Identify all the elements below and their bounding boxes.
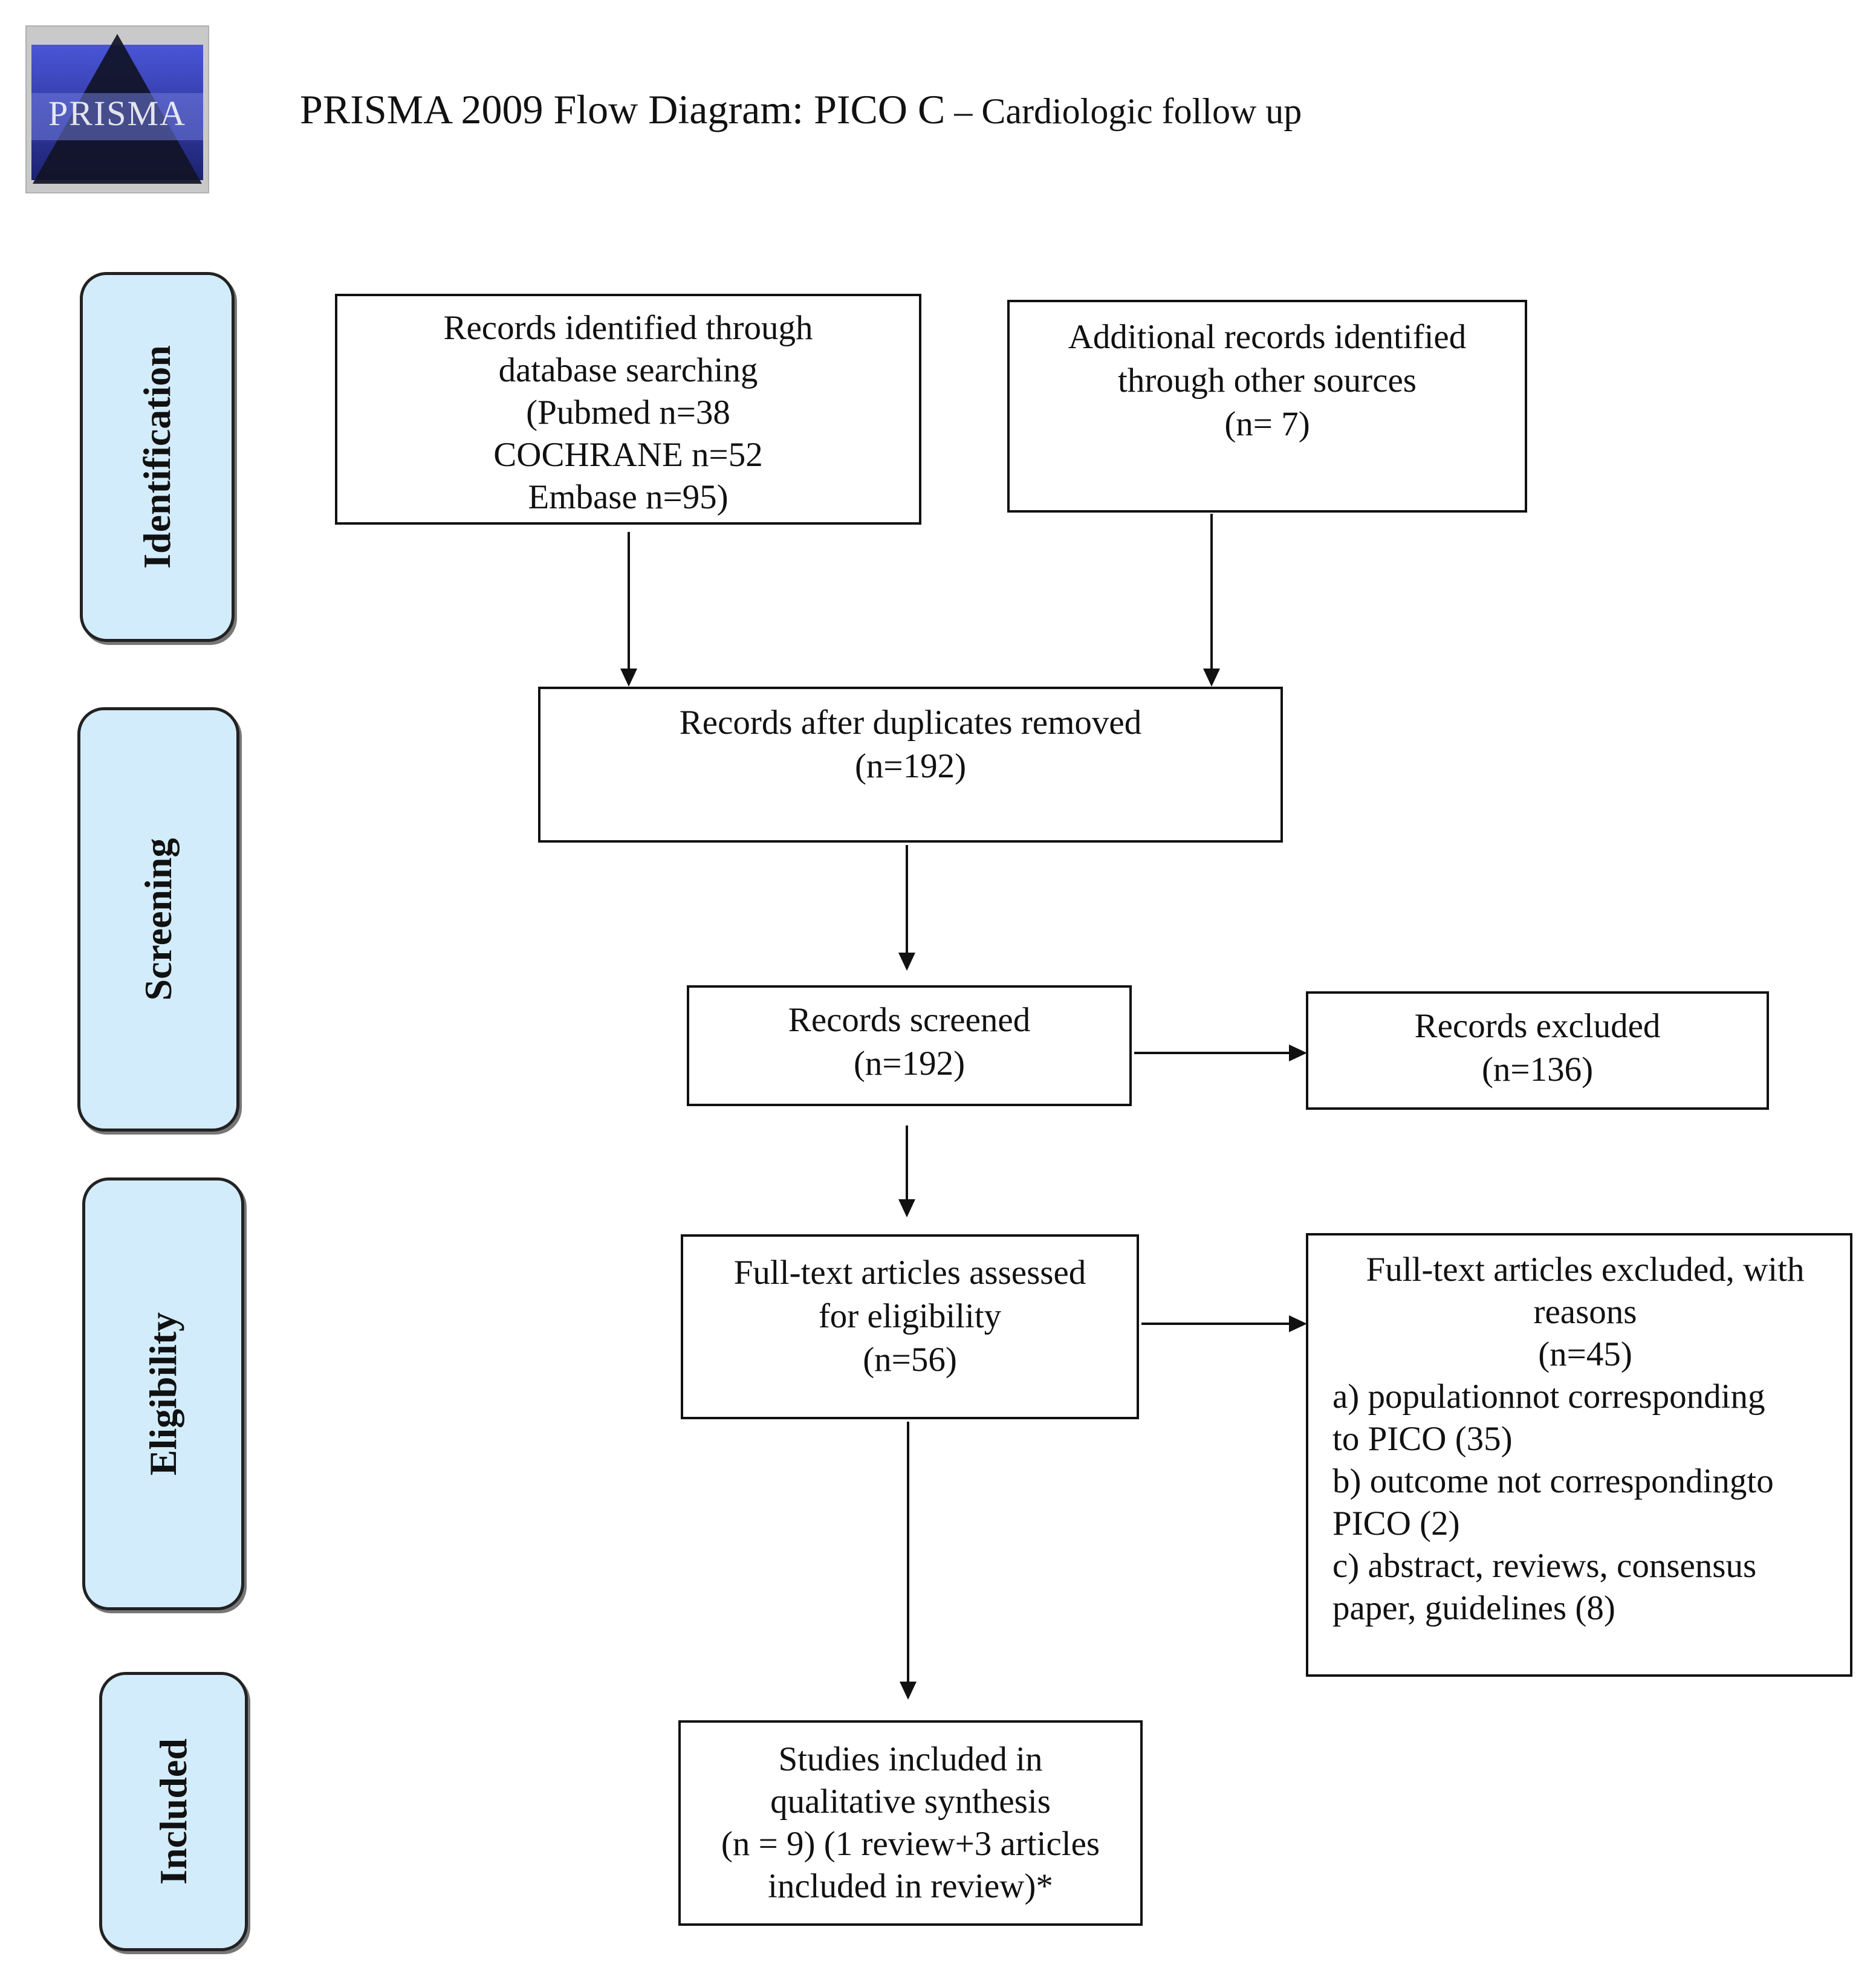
box-line: (n=192) xyxy=(853,1044,966,1083)
fulltext-assessed-box: Full-text articles assessed for eligibil… xyxy=(681,1234,1139,1419)
box-line: (n=45) xyxy=(1538,1335,1632,1373)
box-line: (n=56) xyxy=(863,1341,957,1379)
fulltext-excluded-box: Full-text articles excluded, with reason… xyxy=(1306,1233,1852,1677)
prisma-logo: PRISMA xyxy=(25,25,209,193)
records-excluded-box: Records excluded (n=136) xyxy=(1306,991,1769,1110)
additional-records-box: Additional records identified through ot… xyxy=(1007,300,1527,513)
prisma-logo-graphic xyxy=(31,34,203,184)
stage-included: Included xyxy=(99,1672,248,1951)
box-line: Records identified through xyxy=(443,309,813,347)
diagram-title: PRISMA 2009 Flow Diagram: PICO C – Cardi… xyxy=(300,86,1302,134)
records-screened-box: Records screened (n=192) xyxy=(687,985,1132,1106)
box-line: database searching xyxy=(498,351,758,389)
box-line: (n= 7) xyxy=(1224,405,1310,443)
box-line: (n=192) xyxy=(854,747,967,785)
title-main: PRISMA 2009 Flow Diagram: PICO C xyxy=(300,86,946,132)
box-line: c) abstract, reviews, consensus xyxy=(1332,1547,1757,1585)
box-line: Records screened xyxy=(788,1001,1031,1039)
box-line: reasons xyxy=(1533,1293,1637,1331)
box-line: a) populationnot corresponding xyxy=(1332,1378,1765,1416)
box-line: Full-text articles assessed xyxy=(733,1254,1086,1292)
stage-identification: Identification xyxy=(80,272,235,642)
stage-screening: Screening xyxy=(77,707,239,1132)
box-line: through other sources xyxy=(1118,361,1417,400)
records-identified-database-box: Records identified through database sear… xyxy=(335,294,921,525)
box-line: (n=136) xyxy=(1481,1051,1594,1089)
box-line: Additional records identified xyxy=(1068,318,1467,356)
box-line: b) outcome not correspondingto xyxy=(1332,1462,1774,1500)
box-line: PICO (2) xyxy=(1332,1504,1460,1543)
studies-included-box: Studies included in qualitative synthesi… xyxy=(678,1720,1143,1926)
title-subtitle: – Cardiologic follow up xyxy=(945,91,1302,131)
stage-eligibility: Eligibility xyxy=(82,1177,244,1610)
box-line: Records after duplicates removed xyxy=(679,704,1142,742)
box-line: COCHRANE n=52 xyxy=(493,436,763,474)
box-line: (n = 9) (1 review+3 articles xyxy=(721,1825,1100,1863)
box-line: included in review)* xyxy=(768,1867,1053,1905)
box-line: for eligibility xyxy=(818,1297,1002,1335)
duplicates-removed-box: Records after duplicates removed (n=192) xyxy=(538,687,1283,843)
box-line: Full-text articles excluded, with xyxy=(1366,1251,1805,1289)
box-line: paper, guidelines (8) xyxy=(1332,1589,1615,1627)
box-line: Embase n=95) xyxy=(528,478,729,516)
box-line: to PICO (35) xyxy=(1332,1420,1513,1458)
box-line: Records excluded xyxy=(1414,1007,1661,1045)
box-line: (Pubmed n=38 xyxy=(526,393,730,432)
logo-text: PRISMA xyxy=(48,94,186,133)
box-line: Studies included in xyxy=(778,1740,1043,1778)
box-line: qualitative synthesis xyxy=(770,1783,1051,1821)
